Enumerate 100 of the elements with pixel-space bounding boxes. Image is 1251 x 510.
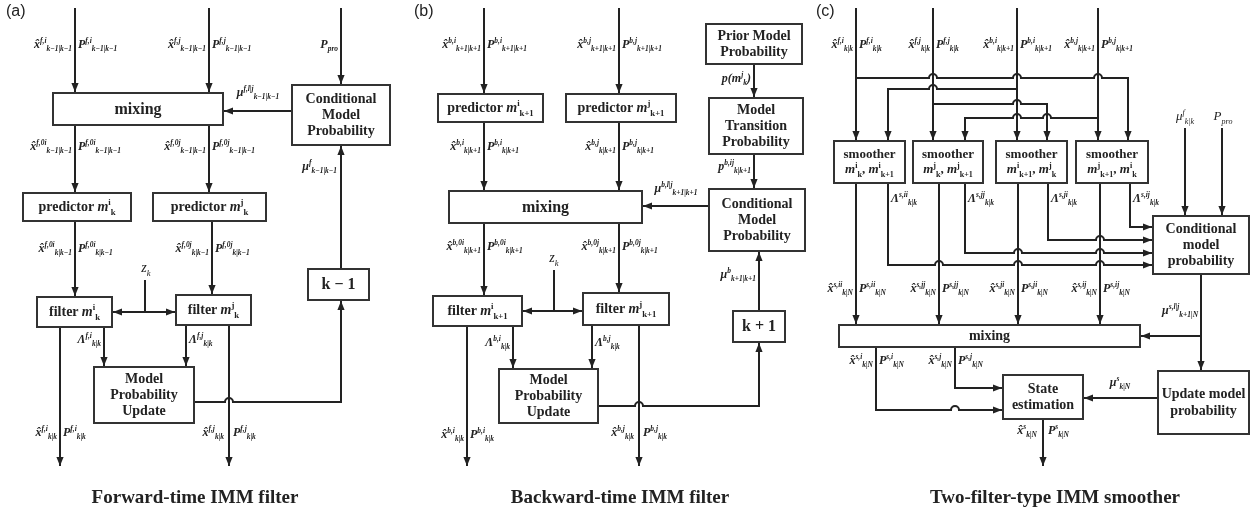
- arrow: [205, 7, 213, 93]
- process-box: [912, 140, 984, 184]
- box-label: mixing: [521, 197, 570, 217]
- box-label: Conditional Model Probability: [720, 195, 794, 245]
- process-box: [36, 296, 113, 328]
- process-box: [1157, 370, 1250, 435]
- box-label: mixing: [114, 99, 162, 119]
- process-box: [1152, 215, 1250, 275]
- box-label: k − 1: [321, 275, 356, 294]
- signal-label: P$_{pro}$: [1213, 108, 1233, 124]
- box-label: Conditional Model Probability: [304, 90, 378, 140]
- signal-label: z$_{k}$: [141, 259, 151, 277]
- arrow: [1181, 127, 1189, 216]
- arrow: [1047, 183, 1153, 244]
- arrow: [480, 7, 488, 94]
- arrow: [225, 325, 233, 467]
- box-label: smoother: [922, 147, 974, 162]
- box-label: smoother: [1005, 147, 1058, 162]
- arrow: [182, 325, 190, 367]
- process-box: [93, 366, 195, 424]
- math-label: P$_{pro}$: [320, 38, 338, 52]
- panel-caption: Two-filter-type IMM smoother: [929, 487, 1181, 508]
- box-label: k + 1: [742, 317, 776, 336]
- panel-letter: (c): [816, 2, 835, 20]
- math-label: p(m$^{j}$$_{k}$): [721, 72, 751, 86]
- panel-letter: (a): [6, 2, 26, 20]
- box-label: Conditional model probability: [1164, 220, 1238, 270]
- arrow: [615, 223, 623, 293]
- arrow: [1083, 394, 1158, 402]
- signal-label: z$_{k}$: [549, 249, 559, 267]
- arrow: [635, 325, 643, 467]
- arrow: [887, 183, 1153, 269]
- arrow: [884, 7, 1018, 141]
- arrow: [935, 183, 943, 325]
- process-box: [565, 93, 677, 123]
- arrow: [205, 125, 213, 193]
- arrow: [964, 183, 1153, 257]
- arrow: [194, 300, 345, 403]
- process-box: [1075, 140, 1149, 184]
- arrow: [954, 347, 1003, 392]
- arrow: [208, 221, 216, 295]
- process-box: [582, 292, 670, 326]
- process-box: [705, 23, 803, 65]
- arrow: [553, 269, 583, 315]
- arrow: [1218, 127, 1226, 216]
- process-box: [152, 192, 267, 222]
- panel-letter: (b): [414, 2, 434, 20]
- process-box: [432, 295, 523, 327]
- box-label: Prior Model Probability: [716, 27, 792, 61]
- process-box: [1002, 374, 1084, 420]
- arrow: [852, 183, 860, 325]
- process-box: [708, 188, 806, 252]
- arrow: [480, 122, 488, 191]
- process-box: [498, 368, 599, 424]
- arrow: [71, 221, 79, 297]
- arrow: [1129, 183, 1153, 231]
- panel-caption: Backward-time IMM filter: [510, 487, 730, 508]
- arrow: [1197, 274, 1205, 371]
- box-label: Model Probability Update: [109, 370, 179, 420]
- arrow: [961, 7, 1099, 141]
- arrow: [509, 326, 517, 369]
- arrow: [337, 145, 345, 269]
- process-box: [307, 268, 370, 301]
- arrow: [144, 279, 176, 316]
- box-label: Model Transition Probability: [721, 101, 791, 151]
- process-box: [833, 140, 906, 184]
- arrow: [755, 251, 763, 311]
- arrow: [71, 7, 79, 93]
- arrow: [71, 125, 79, 193]
- arrow: [223, 107, 292, 115]
- process-box: [732, 310, 786, 343]
- process-box: [52, 92, 224, 126]
- arrow: [615, 7, 623, 94]
- process-box: [995, 140, 1068, 184]
- process-box: [708, 97, 804, 155]
- arrow: [750, 154, 758, 189]
- box-label: Model Probability Update: [513, 371, 584, 421]
- process-box: [175, 294, 252, 326]
- arrow: [750, 64, 758, 98]
- arrow: [337, 7, 345, 85]
- box-label: smoother: [843, 147, 896, 162]
- arrow: [1014, 183, 1022, 325]
- process-box: [448, 190, 643, 224]
- arrow: [932, 7, 1051, 141]
- process-box: [437, 93, 544, 123]
- box-label: State estimation: [1010, 380, 1076, 414]
- arrow: [1039, 419, 1047, 467]
- arrow: [588, 325, 596, 369]
- process-box: [838, 324, 1141, 348]
- box-label: mixing: [968, 327, 1011, 345]
- arrow: [100, 327, 108, 367]
- arrow: [615, 122, 623, 191]
- process-box: [291, 84, 391, 146]
- arrow: [463, 326, 471, 467]
- arrow: [642, 202, 709, 210]
- arrow: [480, 223, 488, 296]
- arrow: [875, 347, 1003, 414]
- arrow: [598, 342, 763, 407]
- arrow: [56, 327, 64, 467]
- panel-caption: Forward-time IMM filter: [91, 487, 299, 508]
